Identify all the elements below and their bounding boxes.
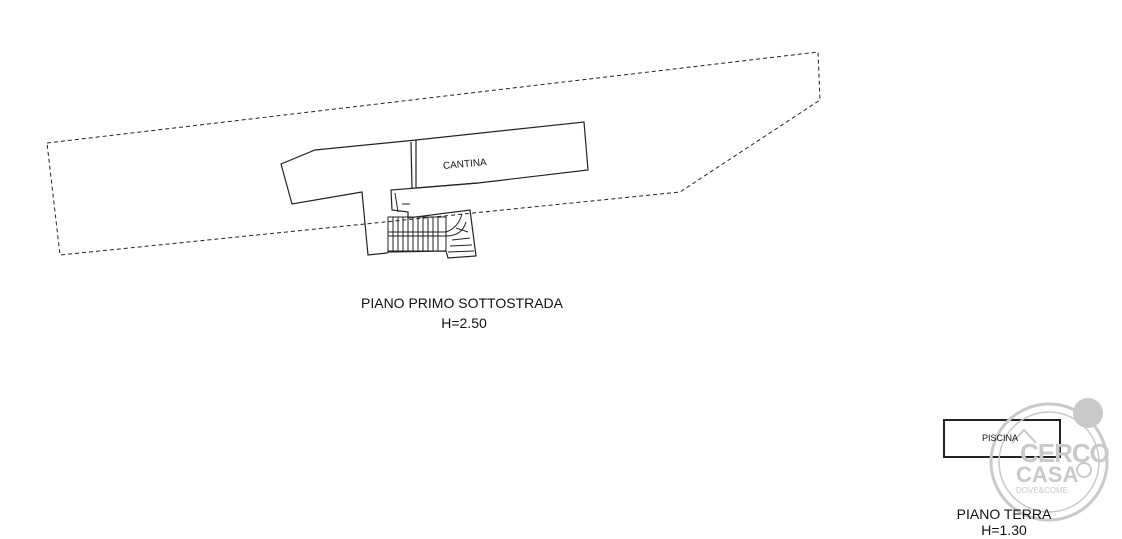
watermark-casa-text: CASA	[1016, 462, 1079, 487]
basement-outline	[280, 121, 589, 259]
watermark-tagline-text: DOVE&COME	[1016, 486, 1069, 495]
ground-floor-name: PIANO TERRA	[956, 506, 1052, 522]
watermark-cerco-text: CERCO	[1020, 438, 1110, 468]
cercocasa-watermark-logo	[989, 398, 1109, 522]
piscina-outline	[943, 419, 1061, 458]
ground-floor-height: H=1.30	[981, 522, 1027, 538]
basement-floor-name: PIANO PRIMO SOTTOSTRADA	[361, 295, 563, 311]
lot-boundary	[46, 51, 821, 256]
stairs	[387, 192, 475, 253]
basement-floor-height: H=2.50	[441, 315, 487, 331]
piscina-label: PISCINA	[982, 433, 1019, 443]
